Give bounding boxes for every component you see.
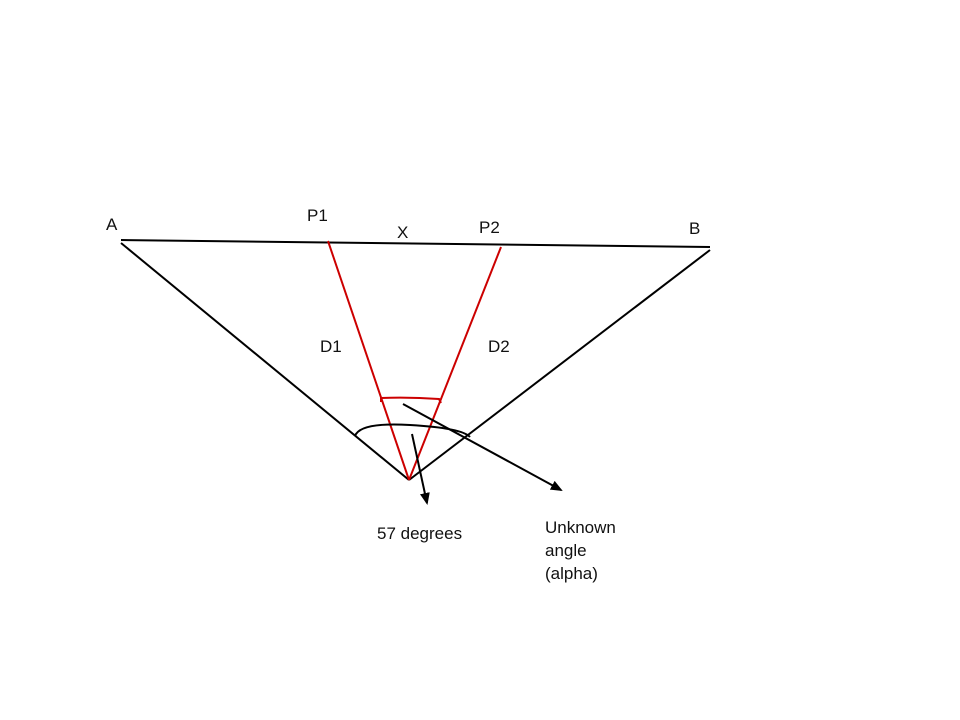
label-a: A [106, 215, 118, 234]
label-unknown-line3: (alpha) [545, 564, 598, 583]
sight-line-d2 [408, 246, 502, 481]
angle-arc-57 [354, 423, 471, 438]
label-57-degrees: 57 degrees [377, 524, 462, 543]
pointer-arrow-57 [411, 433, 430, 505]
angle-arc-alpha [380, 396, 442, 404]
label-b: B [689, 219, 700, 238]
pointer-arrow-alpha [402, 403, 563, 491]
sight-line-d1 [327, 240, 410, 481]
label-d1: D1 [320, 337, 342, 356]
label-x: X [397, 223, 408, 242]
label-p1: P1 [307, 206, 328, 225]
label-d2: D2 [488, 337, 510, 356]
side-a-to-vertex [120, 242, 410, 481]
label-p2: P2 [479, 218, 500, 237]
baseline-ab [120, 239, 711, 248]
label-unknown-line2: angle [545, 541, 587, 560]
side-b-to-vertex [408, 249, 711, 481]
label-unknown-line1: Unknown [545, 518, 616, 537]
